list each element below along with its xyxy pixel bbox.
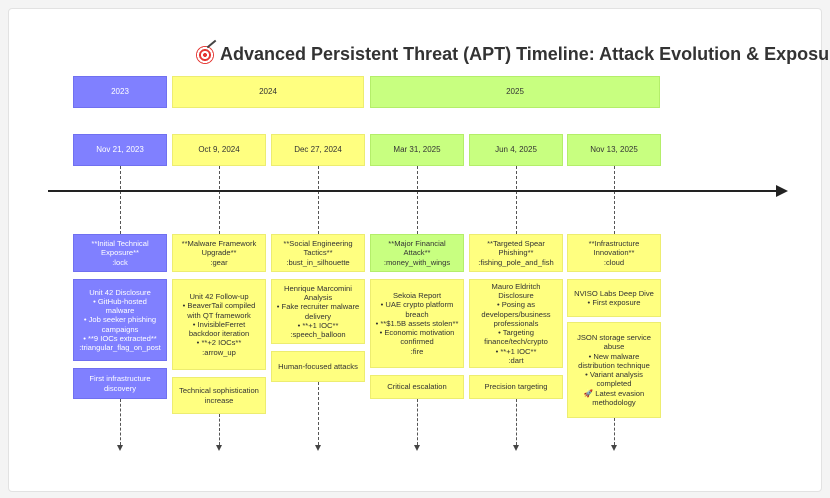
year-header-2024: 2024 [172, 76, 364, 108]
timeline-connector [120, 166, 121, 234]
event-title-card: **Social Engineering Tactics** :bust_in_… [271, 234, 365, 272]
timeline-connector [614, 418, 615, 445]
event-detail-card: Sekoia Report • UAE crypto platform brea… [370, 279, 464, 368]
connector-arrow-icon [117, 445, 123, 451]
event-detail-card: NVISO Labs Deep Dive • First exposure [567, 279, 661, 317]
event-summary-card: JSON storage service abuse • New malware… [567, 322, 661, 418]
timeline-connector [614, 166, 615, 234]
timeline-connector [219, 414, 220, 445]
event-detail-card: Henrique Marcomini Analysis • Fake recru… [271, 279, 365, 344]
timeline-connector [318, 382, 319, 445]
event-summary-card: First infrastructure discovery [73, 368, 167, 399]
event-summary-card: Critical escalation [370, 375, 464, 399]
connector-arrow-icon [216, 445, 222, 451]
date-box: Mar 31, 2025 [370, 134, 464, 166]
connector-arrow-icon [513, 445, 519, 451]
timeline-connector [219, 166, 220, 234]
event-summary-card: Human-focused attacks [271, 351, 365, 382]
event-title-card: **Initial Technical Exposure** :lock [73, 234, 167, 272]
event-summary-card: Precision targeting [469, 375, 563, 399]
target-icon [196, 45, 214, 64]
page-title: Advanced Persistent Threat (APT) Timelin… [196, 44, 830, 65]
connector-arrow-icon [414, 445, 420, 451]
connector-arrow-icon [315, 445, 321, 451]
timeline-axis [48, 190, 780, 192]
event-detail-card: Unit 42 Disclosure • GitHub-hosted malwa… [73, 279, 167, 361]
event-summary-card: Technical sophistication increase [172, 377, 266, 414]
timeline-connector [516, 399, 517, 445]
timeline-connector [120, 399, 121, 445]
timeline-connector [417, 166, 418, 234]
year-header-2023: 2023 [73, 76, 167, 108]
date-box: Nov 13, 2025 [567, 134, 661, 166]
event-title-card: **Malware Framework Upgrade** :gear [172, 234, 266, 272]
date-box: Nov 21, 2023 [73, 134, 167, 166]
timeline-connector [516, 166, 517, 234]
year-header-2025: 2025 [370, 76, 660, 108]
event-title-card: **Targeted Spear Phishing** :fishing_pol… [469, 234, 563, 272]
date-box: Oct 9, 2024 [172, 134, 266, 166]
event-detail-card: Unit 42 Follow-up • BeaverTail compiled … [172, 279, 266, 370]
connector-arrow-icon [611, 445, 617, 451]
event-detail-card: Mauro Eldritch Disclosure • Posing as de… [469, 279, 563, 368]
timeline-arrow-icon [776, 185, 788, 197]
event-title-card: **Infrastructure Innovation** :cloud [567, 234, 661, 272]
date-box: Jun 4, 2025 [469, 134, 563, 166]
date-box: Dec 27, 2024 [271, 134, 365, 166]
timeline-connector [318, 166, 319, 234]
page-title-text: Advanced Persistent Threat (APT) Timelin… [220, 44, 830, 64]
timeline-connector [417, 399, 418, 445]
event-title-card: **Major Financial Attack** :money_with_w… [370, 234, 464, 272]
